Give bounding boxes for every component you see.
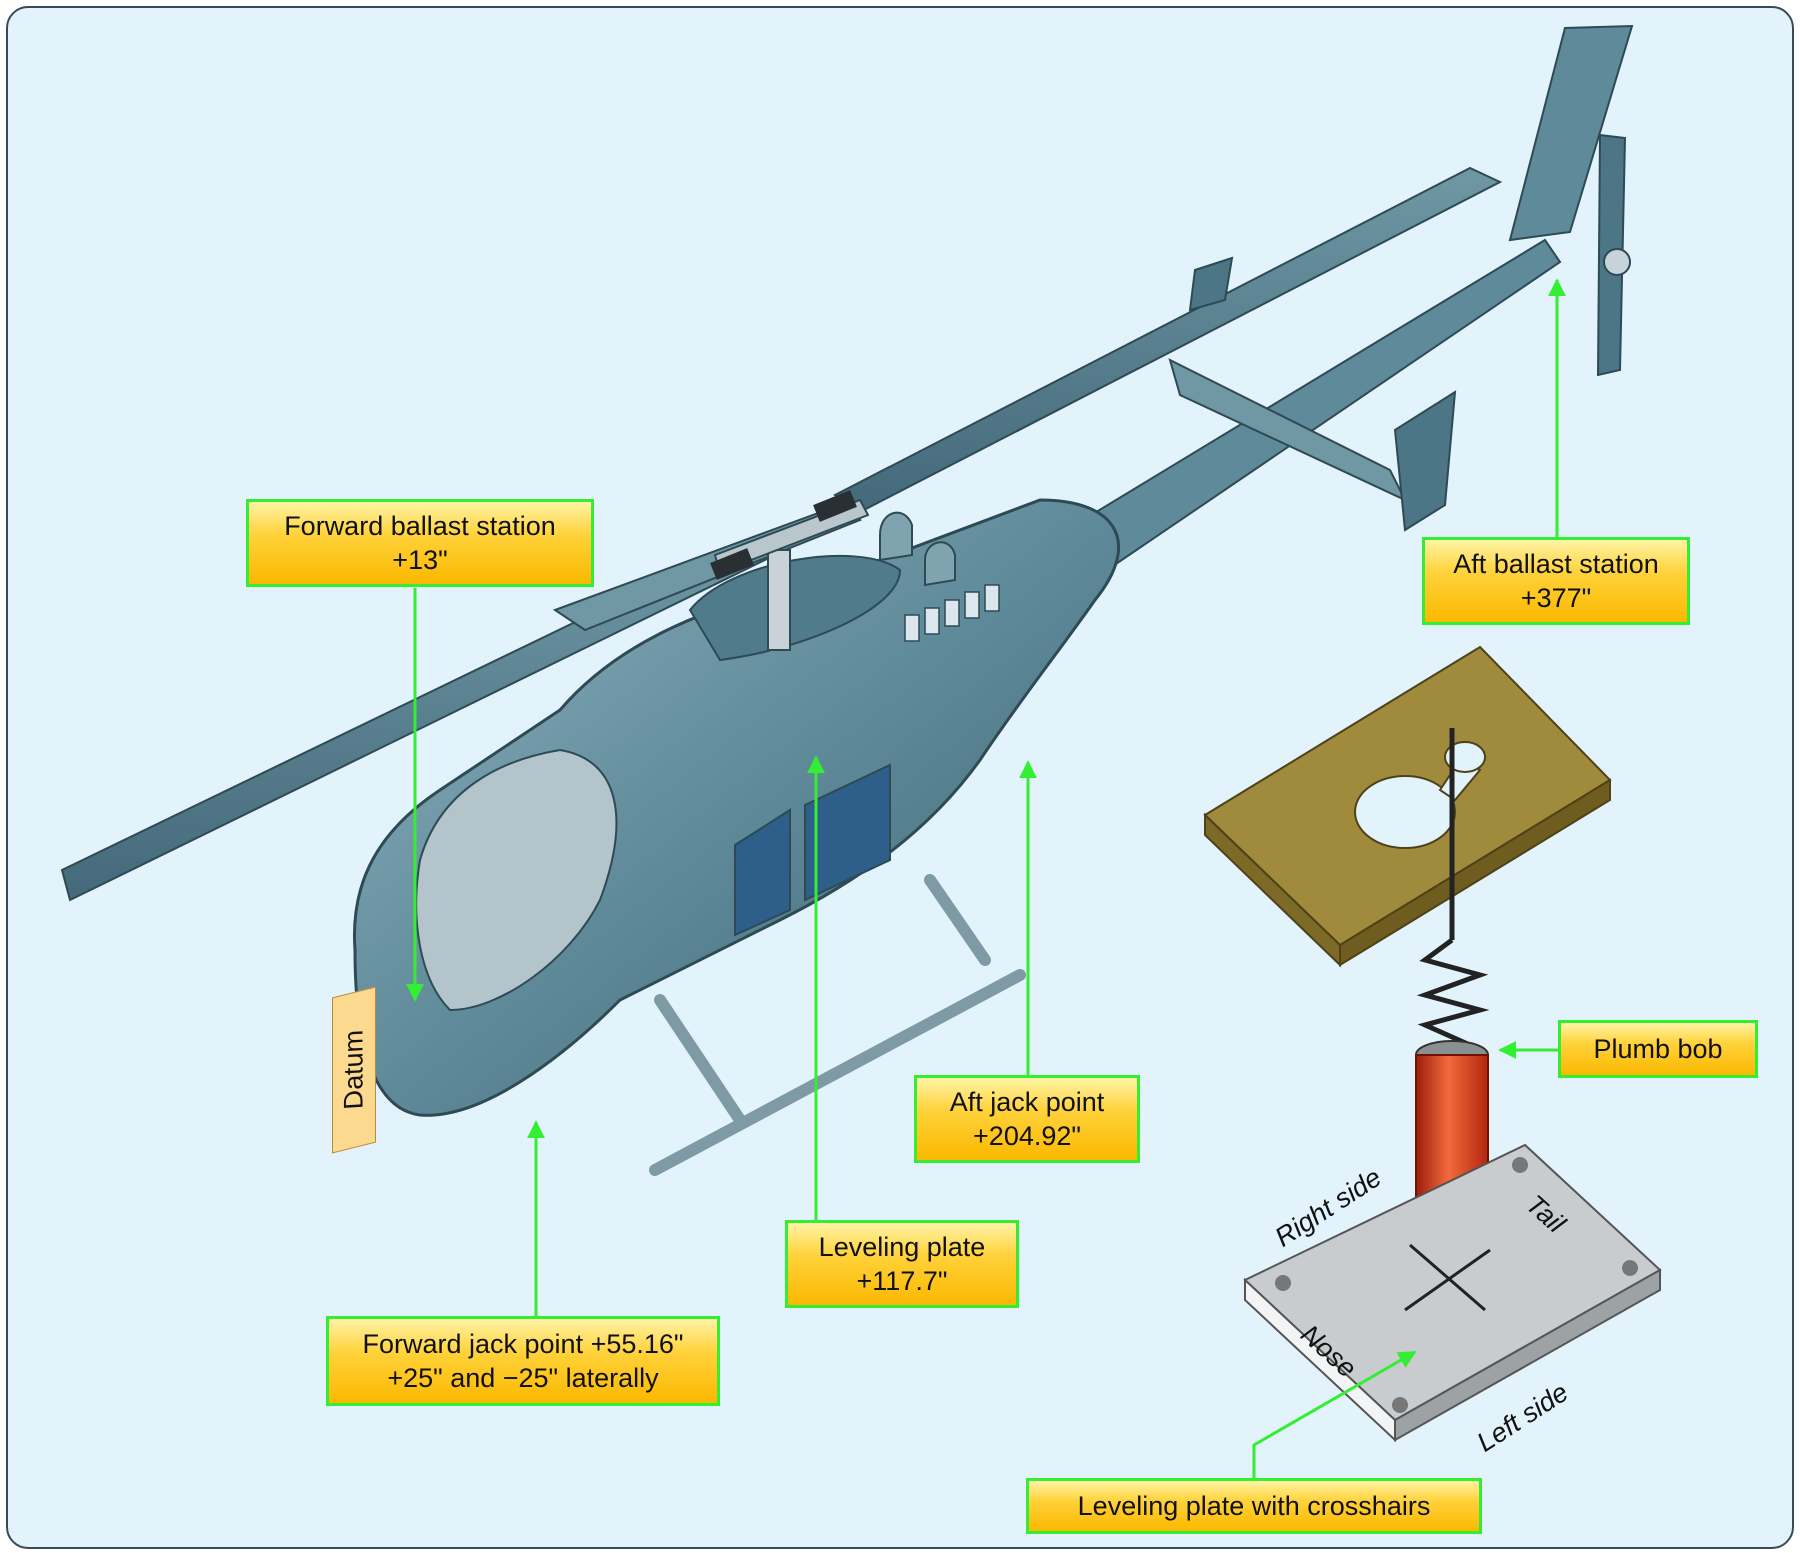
rotor-mast — [710, 490, 870, 651]
aft-ballast-value: +377" — [1520, 583, 1592, 613]
tail-boom — [1048, 24, 1634, 587]
leader-lines — [406, 278, 1566, 1480]
aft-jack-point-title: Aft jack point — [949, 1087, 1105, 1117]
aft-jack-point-value: +204.92" — [973, 1121, 1081, 1151]
datum-label: Datum — [338, 1026, 369, 1114]
aft-jack-point-callout: Aft jack point +204.92" — [914, 1075, 1140, 1163]
fuselage — [352, 498, 1121, 1117]
aft-ballast-title: Aft ballast station — [1453, 549, 1659, 579]
forward-jack-point-title: Forward jack point +55.16" — [362, 1329, 684, 1359]
plumb-bob-callout: Plumb bob — [1558, 1020, 1758, 1078]
leveling-plate-value: +117.7" — [856, 1266, 948, 1296]
forward-ballast-title: Forward ballast station — [284, 511, 556, 541]
forward-jack-point-lateral: +25" and −25" laterally — [387, 1363, 659, 1393]
datum-marker: Datum — [332, 986, 376, 1154]
plumb-assembly — [1203, 645, 1662, 1443]
forward-jack-point-callout: Forward jack point +55.16" +25" and −25"… — [326, 1316, 720, 1406]
leveling-plate-crosshairs-callout: Leveling plate with crosshairs — [1026, 1478, 1482, 1534]
plumb-bob-title: Plumb bob — [1593, 1034, 1723, 1064]
leveling-plate-callout: Leveling plate +117.7" — [785, 1220, 1019, 1308]
forward-ballast-value: +13" — [392, 545, 448, 575]
leveling-plate-title: Leveling plate — [818, 1232, 986, 1262]
forward-ballast-callout: Forward ballast station +13" — [246, 499, 594, 587]
aft-ballast-callout: Aft ballast station +377" — [1422, 537, 1690, 625]
leveling-plate-crosshairs-title: Leveling plate with crosshairs — [1077, 1491, 1431, 1521]
